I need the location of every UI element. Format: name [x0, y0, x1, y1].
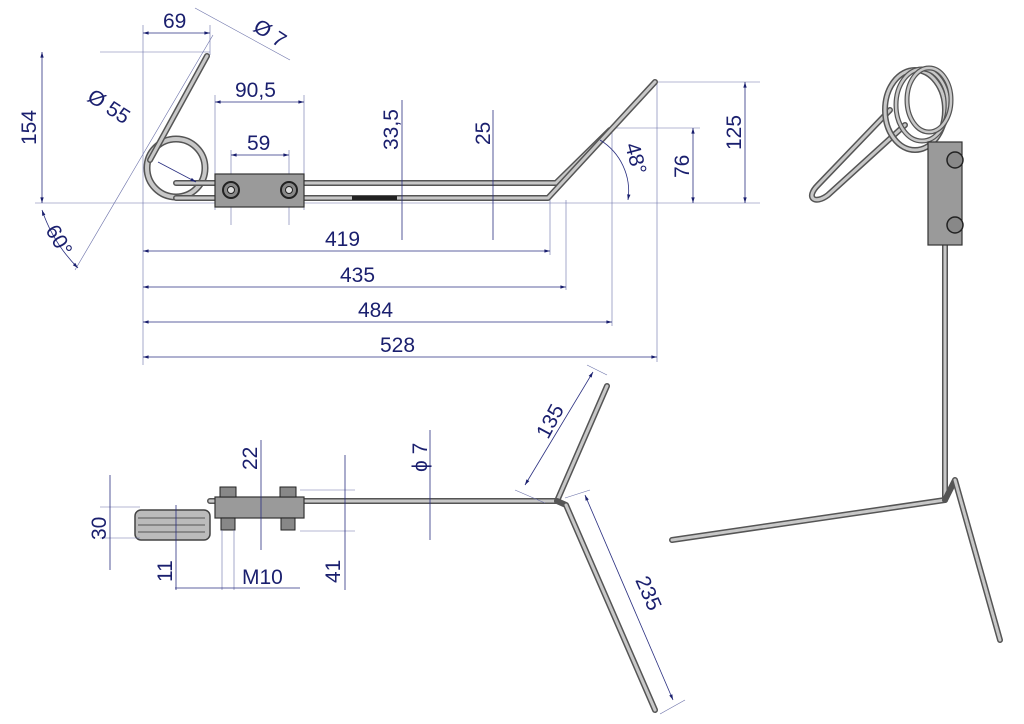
- dim-419: 419: [325, 228, 360, 251]
- dim-clamp-length: 90,5: [235, 79, 276, 102]
- dim-484: 484: [358, 299, 393, 322]
- dim-69: 69: [163, 10, 186, 33]
- nut-icon: [280, 517, 296, 531]
- dim-30: 30: [88, 517, 111, 540]
- dim-125: 125: [723, 115, 746, 150]
- dim-wire-diameter-side: ϕ 7: [409, 443, 432, 472]
- spring-coil-3d: [882, 65, 954, 153]
- isometric-view: [669, 65, 1003, 643]
- bolt-head-icon: [219, 486, 237, 498]
- dim-135: 135: [532, 401, 569, 443]
- dim-wire-diameter: Ø 7: [249, 15, 290, 53]
- dim-22: 22: [239, 447, 262, 470]
- dim-25: 25: [472, 122, 495, 145]
- dim-235: 235: [630, 573, 665, 614]
- dim-bolt-size: M10: [242, 566, 283, 589]
- dim-11: 11: [154, 560, 177, 582]
- dim-33-5: 33,5: [380, 109, 403, 150]
- bolt-icon: [946, 151, 964, 169]
- rake-tine-side: [134, 383, 658, 713]
- dim-angle-60: 60°: [41, 221, 77, 260]
- dim-435: 435: [340, 264, 375, 287]
- dim-41: 41: [322, 560, 345, 583]
- dim-bolt-spacing: 59: [247, 132, 270, 155]
- clamp: [214, 496, 305, 519]
- dim-76: 76: [671, 155, 694, 178]
- bolt-head-icon: [279, 486, 297, 498]
- nut-icon: [220, 517, 236, 531]
- dim-528: 528: [380, 334, 415, 357]
- rake-tine-top: [143, 53, 658, 208]
- side-view: 30 11 22 M10 41 ϕ 7 135 235: [88, 364, 686, 715]
- top-view: 69 Ø 7 154 Ø 55 60° 90,5 59 33,5 25 48° …: [18, 7, 760, 365]
- dim-loop-diameter: Ø 55: [83, 85, 134, 129]
- dim-154: 154: [18, 110, 41, 145]
- dim-angle-48: 48°: [620, 140, 650, 177]
- bolt-icon: [946, 216, 964, 234]
- spring-coil: [134, 509, 211, 541]
